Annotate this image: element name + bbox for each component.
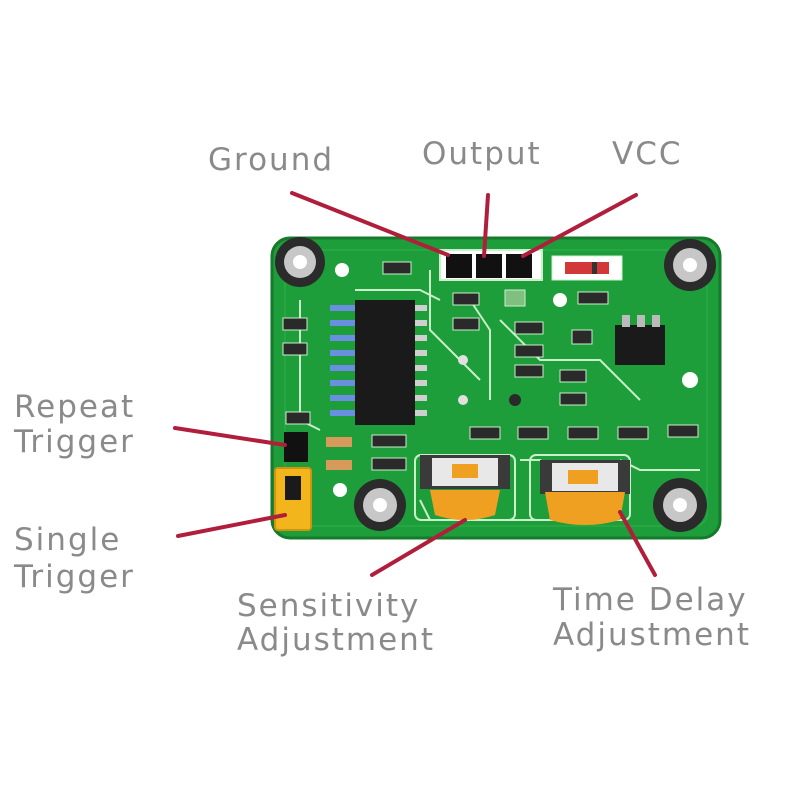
sensitivity-pointer-line [370,518,467,577]
hole [682,372,698,388]
repeat-trigger-label-line2: Trigger [14,424,135,460]
hole [553,293,567,307]
capacitor-bottom-right [653,478,707,532]
repeat-trigger-label-line1: Repeat [14,389,136,425]
diode [551,255,623,281]
capacitor-bottom-left [354,479,406,531]
smd-resistors [282,261,699,471]
mounting-hole-top-left [275,237,325,287]
time-delay-label-line2: Adjustment [553,617,751,653]
sensitivity-potentiometer [420,455,510,520]
mounting-hole-top-right [664,239,716,291]
vcc-pin [506,254,532,278]
ground-pointer-line [290,191,450,257]
ic-chip [330,300,427,425]
output-pin [476,254,502,278]
hole [335,263,349,277]
sensitivity-label-line2: Adjustment [237,622,435,658]
output-pointer-line [482,193,490,258]
vcc-label: VCC [612,136,683,172]
time-delay-label-line1: Time Delay [553,582,748,618]
output-label: Output [422,136,542,172]
repeat-trigger-pointer-line [173,426,287,447]
vias [458,355,521,406]
time-delay-pointer-line [618,510,657,577]
single-trigger-label-line2: Trigger [14,559,135,595]
trigger-jumper [274,432,312,531]
hole [333,483,347,497]
single-trigger-label-line1: Single [14,522,122,558]
voltage-regulator [615,315,665,365]
vcc-pointer-line [521,193,638,258]
sensitivity-label-line1: Sensitivity [237,588,421,624]
pointer-lines [173,191,657,577]
ground-label: Ground [208,142,335,178]
ground-pin [446,254,472,278]
time-delay-potentiometer [540,460,630,525]
single-trigger-pointer-line [176,513,287,538]
